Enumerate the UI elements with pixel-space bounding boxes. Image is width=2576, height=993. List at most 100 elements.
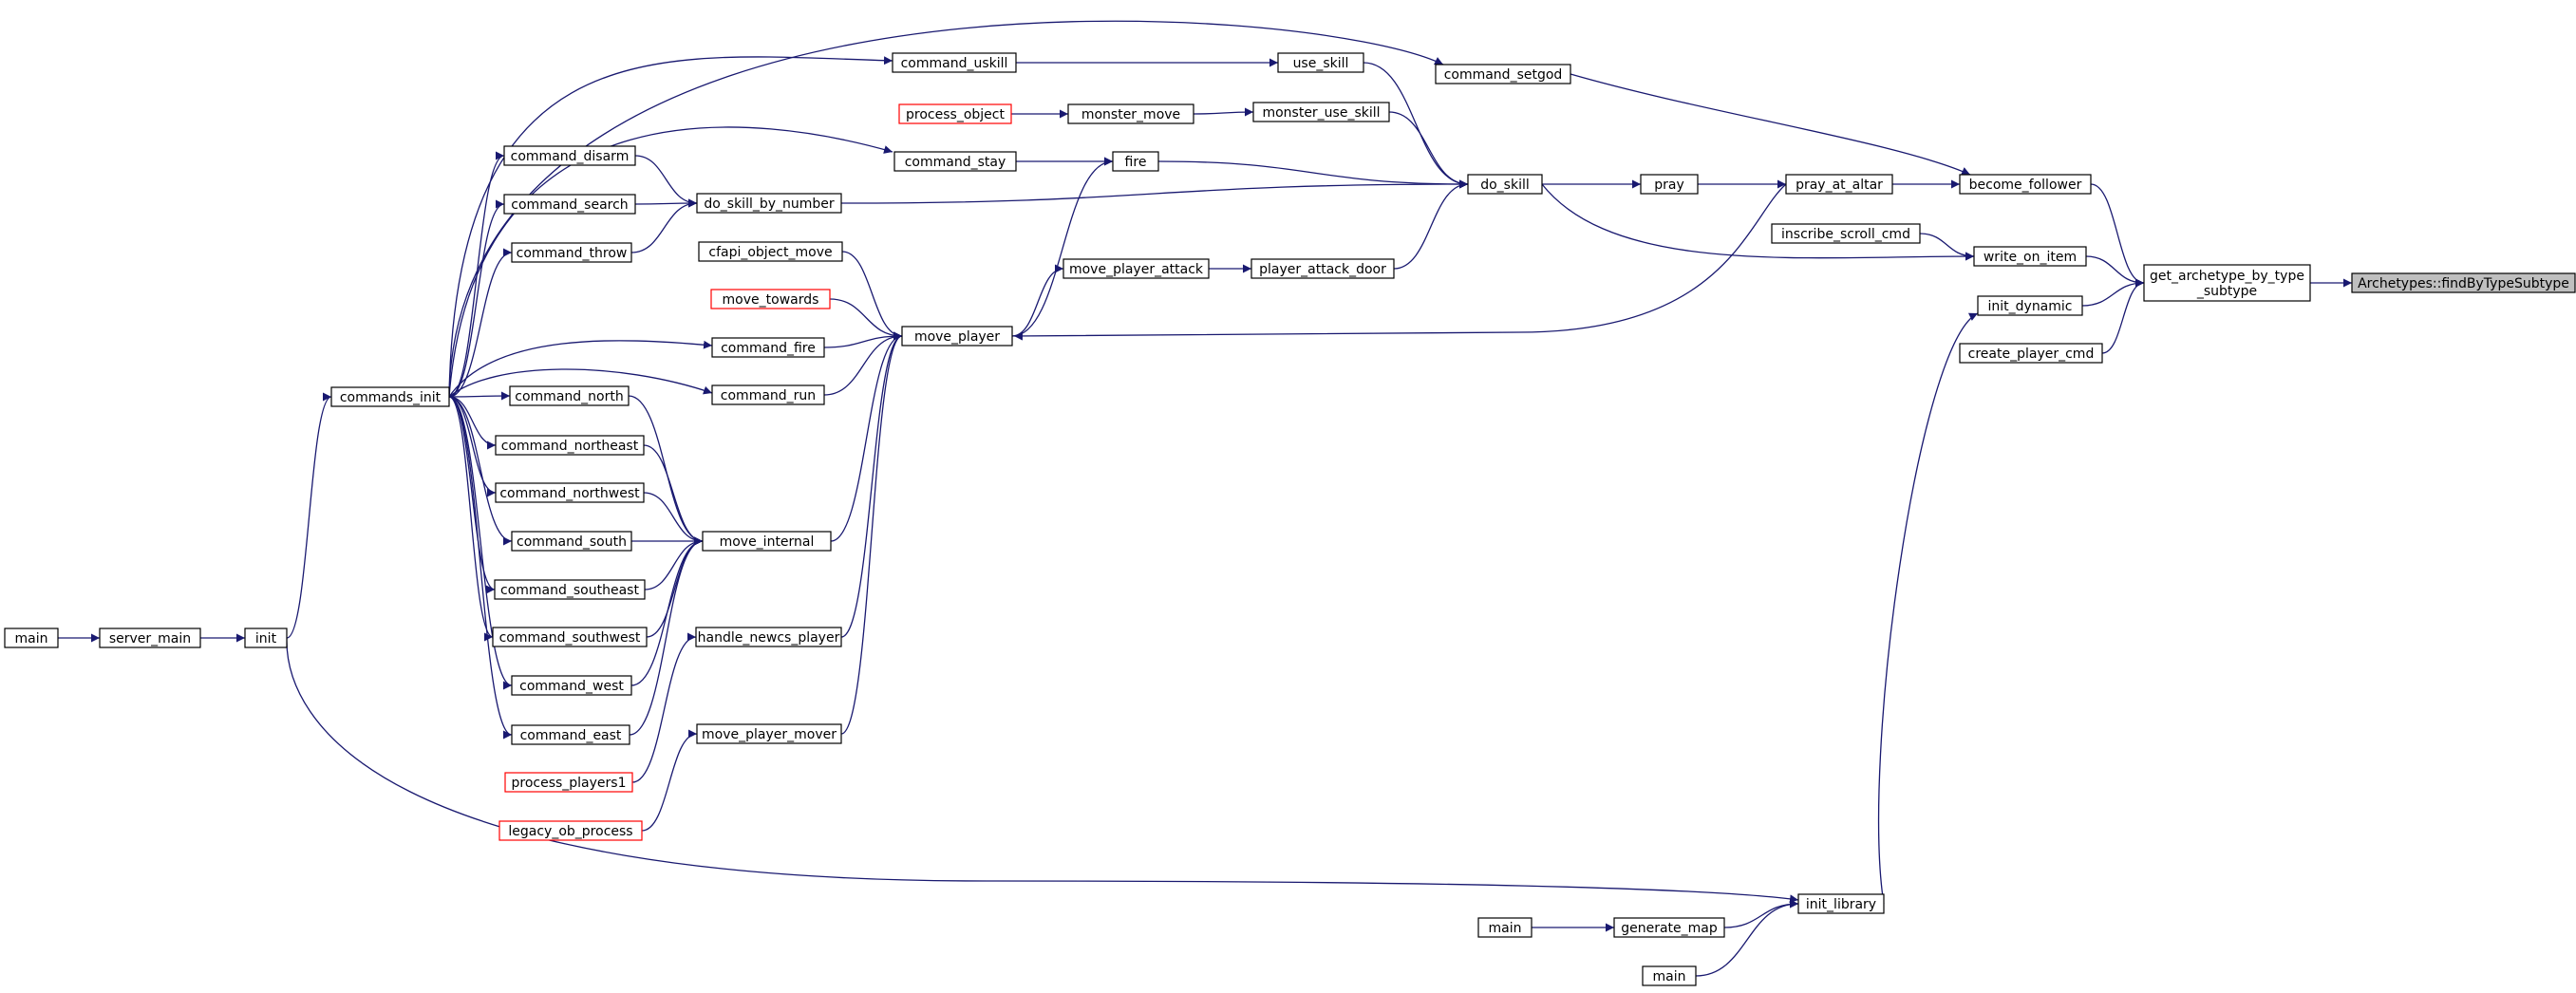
node-box [1467, 174, 1543, 195]
edge-commands_init-to-command_search [448, 199, 505, 398]
node-label: init_dynamic [1988, 299, 2073, 314]
node-box [1959, 174, 2092, 195]
node-become-follower[interactable]: become_follower [1959, 174, 2092, 195]
edge-monster_use_skill-to-do_skill [1388, 111, 1469, 189]
node-use-skill[interactable]: use_skill [1277, 52, 1364, 73]
edge-handle_newcs_player-to-move_player [840, 331, 903, 638]
node-label: _subtype [2196, 284, 2257, 299]
node-label: Archetypes::findByTypeSubtype [2358, 276, 2569, 291]
node-label: generate_map [1621, 921, 1718, 936]
node-inscribe-scroll-cmd[interactable]: inscribe_scroll_cmd [1771, 223, 1921, 244]
edge-main_lib-to-init_library [1695, 899, 1799, 977]
node-label: fire [1125, 155, 1147, 170]
node-box [1277, 52, 1364, 73]
node-command-throw[interactable]: command_throw [511, 242, 632, 263]
node-generate-map[interactable]: generate_map [1613, 917, 1725, 938]
edge-commands_init-to-command_uskill [448, 56, 893, 398]
node-box [1613, 917, 1725, 938]
node-init-dynamic[interactable]: init_dynamic [1977, 295, 2083, 316]
node-command-uskill[interactable]: command_uskill [892, 52, 1017, 73]
node-label: command_northeast [501, 439, 639, 454]
node-box [4, 628, 59, 648]
node-create-player-cmd[interactable]: create_player_cmd [1959, 343, 2103, 364]
node-command-north[interactable]: command_north [509, 385, 630, 406]
node-legacy-ob-process[interactable]: legacy_ob_process [498, 820, 643, 841]
node-do-skill[interactable]: do_skill [1467, 174, 1543, 195]
node-cfapi-object-move[interactable]: cfapi_object_move [698, 241, 843, 262]
edge-commands_init-to-command_stay [448, 126, 893, 398]
node-init[interactable]: init [244, 628, 288, 648]
node-fire[interactable]: fire [1112, 151, 1159, 172]
edge-init-to-init_library [286, 637, 1799, 904]
node-box [504, 772, 633, 793]
node-player-attack-door[interactable]: player_attack_door [1250, 258, 1395, 279]
node-focus[interactable]: Archetypes::findByTypeSubtype [2351, 272, 2576, 293]
node-command-northeast[interactable]: command_northeast [495, 435, 645, 456]
node-label: command_southeast [500, 583, 639, 598]
edge-init_dynamic-to-get_arch [2081, 278, 2145, 307]
edge-commands_init-to-command_southwest [448, 396, 494, 642]
node-label: do_skill_by_number [704, 197, 835, 212]
node-pray[interactable]: pray [1640, 174, 1699, 195]
edge-command_setgod-to-become_follower [1570, 73, 1971, 176]
node-box [503, 145, 636, 166]
node-command-run[interactable]: command_run [711, 384, 825, 405]
node-box [898, 103, 1012, 124]
node-monster-move[interactable]: monster_move [1067, 103, 1194, 124]
node-commands-init[interactable]: commands_init [330, 386, 450, 407]
node-handle-newcs-player[interactable]: handle_newcs_player [695, 627, 842, 647]
node-label: command_northwest [499, 486, 640, 501]
node-box [1252, 102, 1390, 122]
node-move-internal[interactable]: move_internal [702, 531, 832, 552]
node-pray-at-altar[interactable]: pray_at_altar [1785, 174, 1893, 195]
node-process-players1[interactable]: process_players1 [504, 772, 633, 793]
node-server-main[interactable]: server_main [99, 628, 201, 648]
edge-commands_init-to-command_throw [448, 248, 513, 398]
node-main-gen[interactable]: main [1477, 917, 1532, 938]
node-get-arch[interactable]: get_archetype_by_type_subtype [2143, 264, 2311, 302]
node-move-player-mover[interactable]: move_player_mover [696, 723, 842, 744]
node-command-setgod[interactable]: command_setgod [1435, 64, 1571, 84]
node-monster-use-skill[interactable]: monster_use_skill [1252, 102, 1390, 122]
node-command-stay[interactable]: command_stay [893, 151, 1017, 172]
node-command-fire[interactable]: command_fire [711, 337, 825, 358]
node-command-east[interactable]: command_east [511, 724, 630, 745]
node-label: command_fire [721, 341, 816, 356]
edge-command_southwest-to-move_internal [646, 536, 704, 638]
edge-commands_init-to-command_north [448, 391, 511, 401]
node-label: cfapi_object_move [708, 245, 832, 260]
node-do-skill-by-number[interactable]: do_skill_by_number [696, 193, 842, 214]
node-label: become_follower [1969, 178, 2082, 193]
edge-command_northeast-to-move_internal [643, 444, 704, 546]
node-command-southwest[interactable]: command_southwest [492, 627, 648, 647]
node-init-library[interactable]: init_library [1797, 893, 1885, 914]
node-command-northwest[interactable]: command_northwest [495, 482, 645, 503]
node-command-southeast[interactable]: command_southeast [494, 579, 646, 600]
node-box [696, 193, 842, 214]
node-label: command_disarm [511, 149, 630, 164]
node-move-player[interactable]: move_player [901, 326, 1013, 347]
node-write-on-item[interactable]: write_on_item [1973, 246, 2087, 267]
edge-commands_init-to-command_northeast [448, 396, 497, 450]
node-move-towards[interactable]: move_towards [710, 289, 831, 309]
node-box [498, 820, 643, 841]
node-box [1771, 223, 1921, 244]
node-box [511, 675, 632, 696]
node-label: create_player_cmd [1968, 347, 2095, 362]
node-label: command_uskill [901, 56, 1008, 71]
node-box [892, 52, 1017, 73]
node-command-disarm[interactable]: command_disarm [503, 145, 636, 166]
node-label: pray_at_altar [1796, 178, 1883, 193]
node-label: handle_newcs_player [698, 630, 840, 646]
node-box [1973, 246, 2087, 267]
node-command-search[interactable]: command_search [503, 194, 636, 215]
edge-inscribe_scroll_cmd-to-write_on_item [1919, 233, 1975, 261]
node-box [710, 289, 831, 309]
node-main-lib[interactable]: main [1642, 965, 1697, 986]
node-move-player-attack[interactable]: move_player_attack [1062, 258, 1210, 279]
node-box [1640, 174, 1699, 195]
node-process-object[interactable]: process_object [898, 103, 1012, 124]
node-command-west[interactable]: command_west [511, 675, 632, 696]
node-main-server[interactable]: main [4, 628, 59, 648]
node-command-south[interactable]: command_south [511, 531, 632, 552]
